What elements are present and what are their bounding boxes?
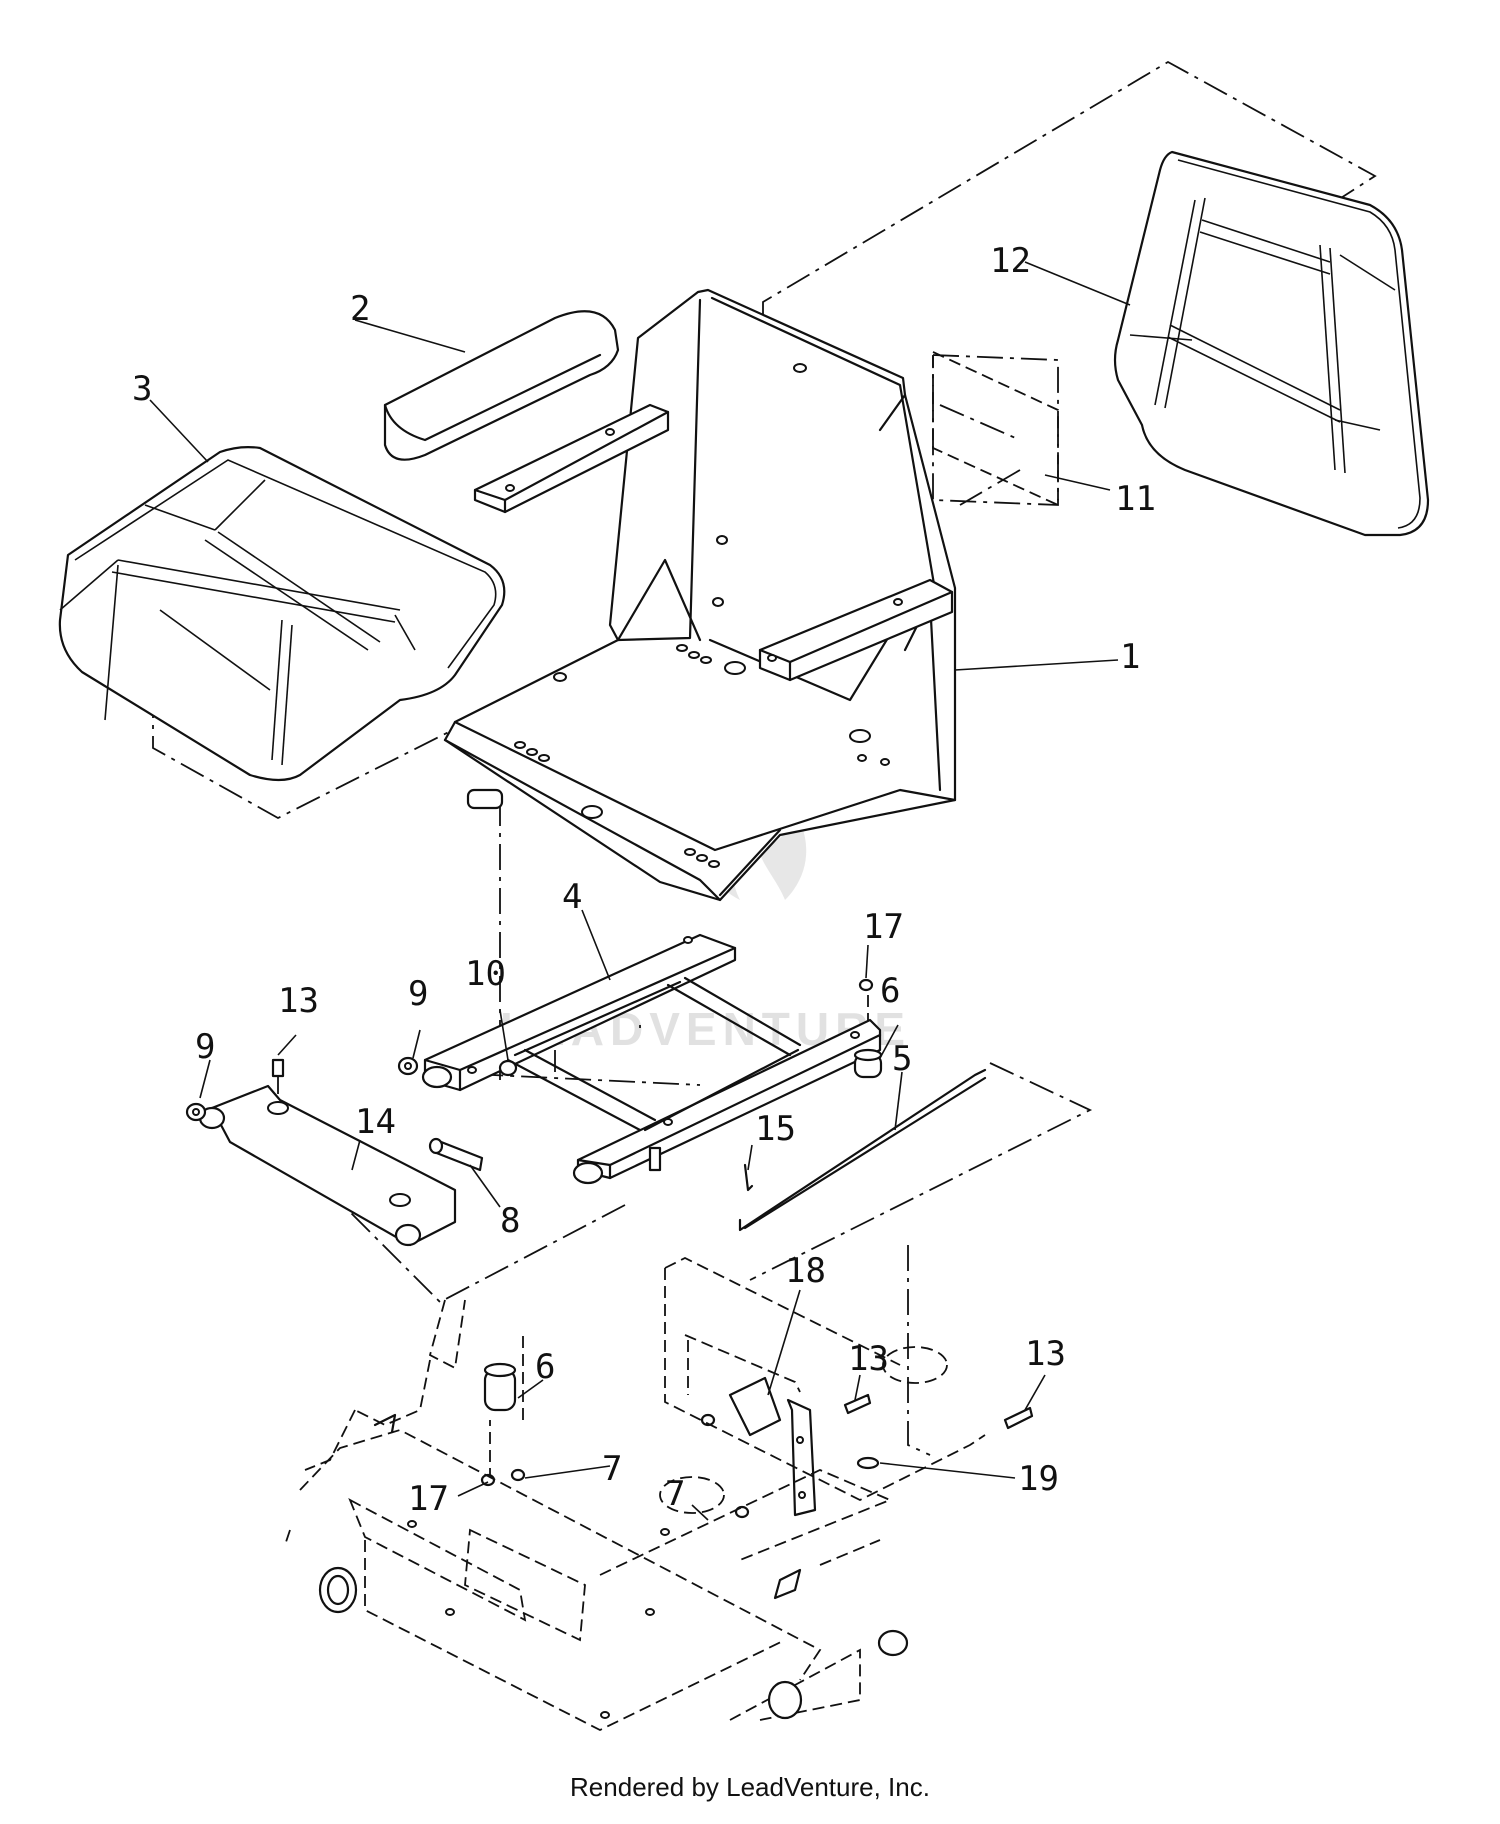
- callout-2: 2: [350, 289, 370, 329]
- adjuster-rod: [738, 1068, 987, 1232]
- callout-1: 1: [1120, 637, 1140, 677]
- decal-plate: [932, 350, 1059, 507]
- nut-9-left: [185, 1102, 207, 1122]
- seat-pan-frame: [443, 288, 957, 902]
- bumper-6-bottom: [483, 1362, 517, 1412]
- mower-chassis: [284, 1256, 986, 1732]
- callout-13-right: 13: [1025, 1334, 1066, 1374]
- callout-3: 3: [132, 369, 152, 409]
- callout-6-top: 6: [880, 971, 900, 1011]
- callout-18: 18: [785, 1251, 826, 1291]
- callout-9-right: 9: [408, 974, 428, 1014]
- footer-credit: Rendered by LeadVenture, Inc.: [570, 1772, 930, 1802]
- callout-labels: 1 2 3 4 5 6 6 7 7 8 9 9 10 11 12 13 13 1…: [132, 241, 1156, 1519]
- bolt-13-mid: [843, 1393, 872, 1415]
- armrest-pad: [383, 310, 620, 461]
- callout-14: 14: [355, 1102, 396, 1142]
- callout-10: 10: [465, 954, 506, 994]
- callout-6-bottom: 6: [535, 1347, 555, 1387]
- nut-7-right: [700, 1413, 750, 1519]
- nut-9-right: [397, 1056, 419, 1076]
- callout-13-mid: 13: [848, 1339, 889, 1379]
- slide-frame: [421, 933, 882, 1185]
- bolt-13-right: [1003, 1406, 1034, 1430]
- washer-17-top: [858, 978, 874, 992]
- callout-8: 8: [500, 1201, 520, 1241]
- callout-9-left: 9: [195, 1027, 215, 1067]
- hardware: [185, 978, 1034, 1519]
- callout-15: 15: [755, 1109, 796, 1149]
- callout-7-right: 7: [665, 1474, 685, 1514]
- callout-11: 11: [1115, 479, 1156, 519]
- alignment-lines: [152, 60, 1377, 1480]
- latch-plate: [198, 1084, 457, 1247]
- seat-pan-holes: [514, 363, 890, 868]
- nut-10: [498, 1059, 518, 1077]
- bolt-13-top: [271, 1058, 285, 1078]
- leader-lines: [149, 261, 1131, 1521]
- callout-7-left: 7: [602, 1449, 622, 1489]
- bumper-6-top: [853, 1048, 883, 1079]
- callout-4: 4: [562, 877, 582, 917]
- seat-cushion: [58, 446, 506, 782]
- backrest-cushion: [1113, 150, 1430, 537]
- callout-19: 19: [1018, 1459, 1059, 1499]
- clip: [743, 1163, 754, 1192]
- callout-12: 12: [990, 241, 1031, 281]
- nut-7-left: [510, 1468, 526, 1482]
- callout-13-top: 13: [278, 981, 319, 1021]
- callout-17-top: 17: [863, 907, 904, 947]
- callout-5: 5: [892, 1039, 912, 1079]
- bolt-8: [428, 1137, 484, 1172]
- mount-bracket: [728, 1376, 880, 1517]
- callout-17-bottom: 17: [408, 1479, 449, 1519]
